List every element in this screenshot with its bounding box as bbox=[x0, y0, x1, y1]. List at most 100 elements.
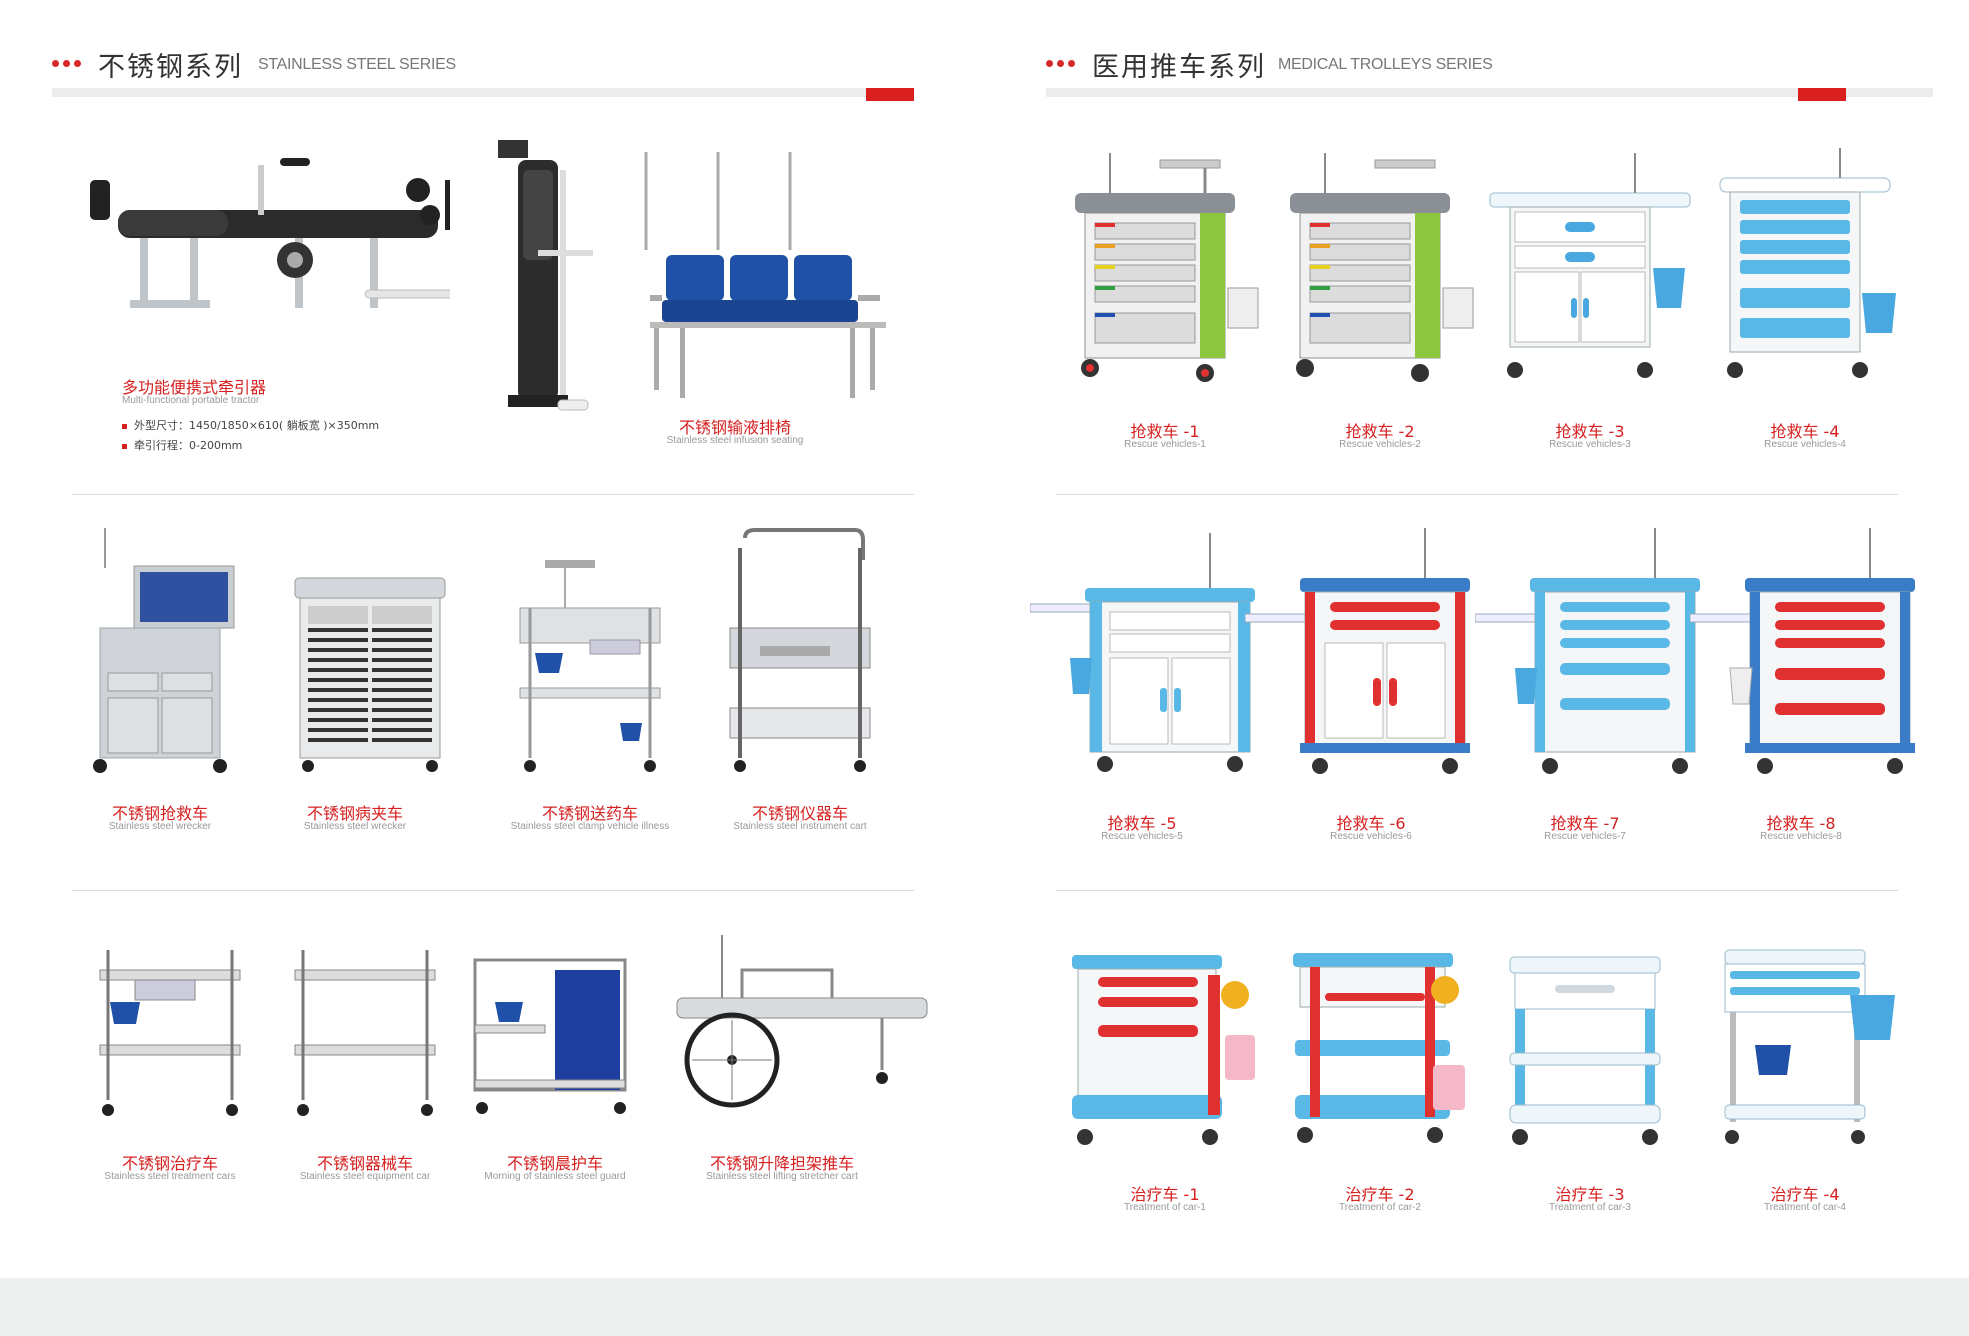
product-name-cn: 不锈钢升降担架推车 bbox=[709, 1154, 854, 1173]
row-divider bbox=[72, 890, 914, 891]
treatment-car-4-image bbox=[1724, 949, 1895, 1144]
row-divider bbox=[1056, 494, 1898, 495]
product-name-cn: 抢救车 -6 bbox=[1336, 814, 1406, 833]
trolleys-section-header: 医用推车系列 MEDICAL TROLLEYS SERIES bbox=[1046, 48, 1933, 101]
product-name-en: Rescue vehicles-4 bbox=[1764, 439, 1846, 450]
product-name-cn: 不锈钢治疗车 bbox=[121, 1154, 218, 1173]
product-tractor: 多功能便携式牵引器 Multi-functional portable trac… bbox=[80, 150, 450, 450]
tractor-spec-1: 外型尺寸：1450/1850×610( 躺板宽 )×350mm bbox=[122, 417, 379, 433]
product-name-cn: 不锈钢输液排椅 bbox=[678, 418, 791, 437]
product-rescue-vehicle-2: 抢救车 -2 Rescue vehicles-2 bbox=[1275, 148, 1485, 458]
product-rescue-vehicle-6: 抢救车 -6 Rescue vehicles-6 bbox=[1245, 528, 1485, 842]
product-stainless-stretcher-cart: 不锈钢升降担架推车 Stainless steel lifting stretc… bbox=[672, 930, 932, 1190]
product-stainless-wrecker: 不锈钢抢救车 Stainless steel wrecker bbox=[80, 528, 240, 838]
product-name-cn: 抢救车 -2 bbox=[1345, 422, 1415, 441]
product-name-cn: 抢救车 -8 bbox=[1766, 814, 1836, 833]
product-name-cn: 治疗车 -3 bbox=[1555, 1185, 1625, 1204]
product-name-en: Treatment of car-4 bbox=[1764, 1202, 1846, 1213]
product-name-cn: 不锈钢晨护车 bbox=[506, 1154, 603, 1173]
product-name-cn: 不锈钢抢救车 bbox=[111, 804, 208, 823]
treatment-car-2-image bbox=[1293, 953, 1465, 1143]
stainless-section-header: 不锈钢系列 STAINLESS STEEL SERIES bbox=[52, 48, 914, 101]
product-name-cn: 不锈钢病夹车 bbox=[306, 804, 403, 823]
product-name-en: Rescue vehicles-8 bbox=[1760, 831, 1842, 842]
product-name-en: Treatment of car-2 bbox=[1339, 1202, 1421, 1213]
product-stainless-instrument-cart: 不锈钢仪器车 Stainless steel instrument cart bbox=[720, 528, 880, 838]
product-infusion-seating: 不锈钢输液排椅 Stainless steel infusion seating bbox=[640, 150, 910, 450]
equipment-cart-image bbox=[294, 950, 436, 1116]
product-rescue-vehicle-4: 抢救车 -4 Rescue vehicles-4 bbox=[1700, 148, 1910, 458]
product-name-en: Stainless steel equipment car bbox=[299, 1171, 431, 1182]
product-rescue-vehicle-1: 抢救车 -1 Rescue vehicles-1 bbox=[1060, 148, 1270, 458]
stainless-wrecker-image bbox=[93, 528, 235, 773]
product-rescue-vehicle-3: 抢救车 -3 Rescue vehicles-3 bbox=[1485, 148, 1695, 458]
product-name-cn: 抢救车 -7 bbox=[1550, 814, 1620, 833]
product-name-en: Stainless steel instrument cart bbox=[733, 821, 867, 832]
rescue-vehicle-7-image bbox=[1475, 528, 1700, 774]
product-name-cn: 多功能便携式牵引器 bbox=[122, 378, 267, 397]
product-stainless-medicine-cart: 不锈钢送药车 Stainless steel clamp vehicle ill… bbox=[510, 528, 670, 838]
product-name-cn: 治疗车 -1 bbox=[1130, 1185, 1200, 1204]
product-name-en: Morning of stainless steel guard bbox=[484, 1171, 626, 1182]
treatment-car-1-image bbox=[1072, 955, 1255, 1145]
rescue-vehicle-8-image bbox=[1690, 528, 1915, 774]
product-treatment-car-1: 治疗车 -1 Treatment of car-1 bbox=[1060, 945, 1270, 1215]
rescue-vehicle-6-image bbox=[1245, 528, 1470, 774]
rescue-vehicle-2-image bbox=[1290, 153, 1474, 382]
medicine-cart-image bbox=[519, 560, 661, 772]
product-name-en: Stainless steel clamp vehicle illness bbox=[510, 821, 670, 832]
product-rescue-vehicle-8: 抢救车 -8 Rescue vehicles-8 bbox=[1690, 528, 1930, 842]
rescue-vehicle-3-image bbox=[1489, 153, 1691, 378]
inversion-table-image bbox=[498, 140, 593, 411]
tractor-spec-2: 牵引行程：0-200mm bbox=[122, 437, 242, 453]
record-cart-image bbox=[294, 577, 446, 772]
header-dots bbox=[1046, 60, 1075, 67]
product-treatment-car-4: 治疗车 -4 Treatment of car-4 bbox=[1700, 945, 1910, 1215]
section-title-cn: 不锈钢系列 bbox=[98, 52, 243, 83]
product-name-en: Rescue vehicles-2 bbox=[1339, 439, 1421, 450]
page-footer-band bbox=[0, 1278, 1969, 1336]
header-bar-accent bbox=[866, 88, 914, 101]
product-name-en: Stainless steel treatment cars bbox=[104, 1171, 236, 1182]
header-bar-accent bbox=[1798, 88, 1846, 101]
product-stainless-equipment-cart: 不锈钢器械车 Stainless steel equipment car bbox=[285, 940, 445, 1190]
product-name-en: Rescue vehicles-5 bbox=[1101, 831, 1183, 842]
product-name-en: Rescue vehicles-3 bbox=[1549, 439, 1631, 450]
rescue-vehicle-5-image bbox=[1030, 533, 1255, 772]
tractor-image bbox=[90, 158, 450, 308]
product-name-cn: 不锈钢器械车 bbox=[316, 1154, 413, 1173]
product-stainless-treatment-cart: 不锈钢治疗车 Stainless steel treatment cars bbox=[90, 940, 250, 1190]
rescue-vehicle-4-image bbox=[1719, 148, 1896, 378]
product-name-cn: 不锈钢仪器车 bbox=[751, 804, 848, 823]
treatment-car-3-image bbox=[1509, 956, 1661, 1145]
morning-care-cart-image bbox=[473, 958, 627, 1114]
product-name-en: Stainless steel wrecker bbox=[108, 821, 212, 832]
treatment-cart-image bbox=[99, 950, 241, 1116]
product-name-en: Multi-functional portable tractor bbox=[122, 395, 260, 406]
stretcher-cart-image bbox=[676, 935, 928, 1108]
product-name-en: Stainless steel infusion seating bbox=[666, 435, 804, 446]
product-name-en: Rescue vehicles-1 bbox=[1124, 439, 1206, 450]
row-divider bbox=[1056, 890, 1898, 891]
product-name-cn: 抢救车 -3 bbox=[1555, 422, 1625, 441]
product-name-en: Treatment of car-3 bbox=[1549, 1202, 1631, 1213]
infusion-seating-image bbox=[644, 152, 886, 398]
product-stainless-morning-care-cart: 不锈钢晨护车 Morning of stainless steel guard bbox=[470, 940, 640, 1190]
product-rescue-vehicle-7: 抢救车 -7 Rescue vehicles-7 bbox=[1475, 528, 1715, 842]
product-treatment-car-3: 治疗车 -3 Treatment of car-3 bbox=[1485, 945, 1695, 1215]
product-name-en: Rescue vehicles-7 bbox=[1544, 831, 1626, 842]
header-dots bbox=[52, 60, 81, 67]
product-name-cn: 抢救车 -1 bbox=[1130, 422, 1200, 441]
product-name-cn: 治疗车 -4 bbox=[1770, 1185, 1840, 1204]
header-bar bbox=[1046, 88, 1933, 97]
section-title-en: STAINLESS STEEL SERIES bbox=[258, 56, 456, 73]
product-name-en: Stainless steel wrecker bbox=[303, 821, 407, 832]
product-stainless-medical-record-cart: 不锈钢病夹车 Stainless steel wrecker bbox=[290, 528, 460, 838]
header-bar bbox=[52, 88, 914, 97]
product-name-cn: 抢救车 -5 bbox=[1107, 814, 1177, 833]
product-name-en: Stainless steel lifting stretcher cart bbox=[706, 1171, 858, 1182]
row-divider bbox=[72, 494, 914, 495]
instrument-cart-image bbox=[729, 528, 871, 772]
product-name-en: Treatment of car-1 bbox=[1124, 1202, 1206, 1213]
rescue-vehicle-1-image bbox=[1075, 153, 1259, 382]
